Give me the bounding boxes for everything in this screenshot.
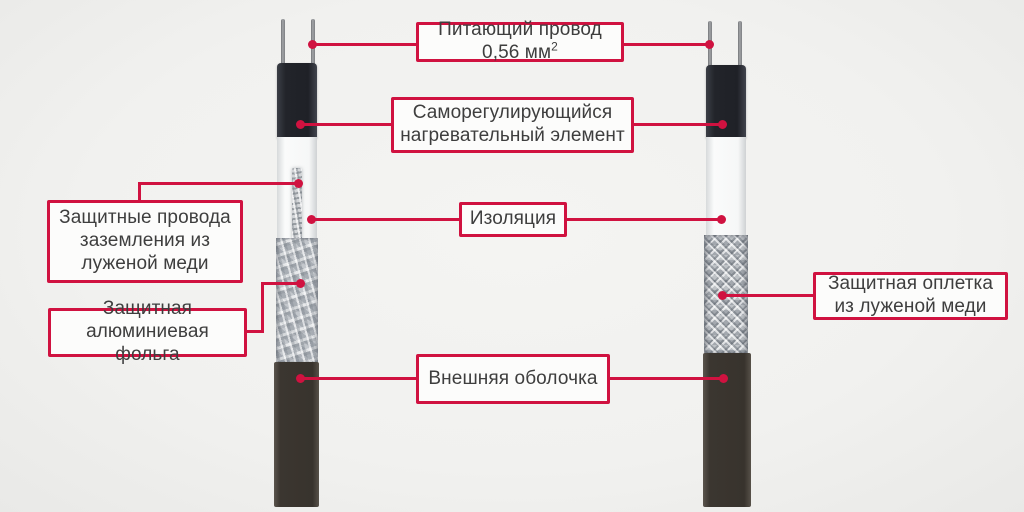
callout-line-foil-vertical bbox=[261, 282, 264, 333]
label-insulation: Изоляция bbox=[459, 202, 567, 237]
label-power-wire-line1: Питающий провод bbox=[438, 19, 602, 41]
callout-line-element-right bbox=[634, 123, 722, 126]
callout-line-power-left bbox=[313, 43, 416, 46]
callout-line-jacket-left bbox=[301, 377, 416, 380]
callout-line-ground-vertical bbox=[138, 182, 141, 202]
left-cable-outer-jacket bbox=[274, 362, 319, 507]
callout-line-foil-h1 bbox=[246, 330, 264, 333]
left-cable-power-wire-1 bbox=[281, 19, 285, 65]
label-power-wire: Питающий провод 0,56 мм2 bbox=[416, 19, 624, 65]
callout-dot-power-left bbox=[308, 40, 317, 49]
label-heating-element-text: Саморегулирующийся нагревательный элемен… bbox=[400, 102, 625, 146]
callout-dot-insulation-left bbox=[307, 215, 316, 224]
callout-line-element-left bbox=[301, 123, 391, 126]
label-foil: Защитная алюминиевая фольга bbox=[48, 298, 247, 365]
label-power-wire-text: Питающий провод 0,56 мм2 bbox=[438, 19, 602, 65]
label-outer-jacket-text: Внешняя оболочка bbox=[428, 367, 598, 389]
label-insulation-text: Изоляция bbox=[469, 208, 557, 229]
callout-line-ground-horizontal bbox=[138, 182, 299, 185]
label-foil-text: Защитная алюминиевая фольга bbox=[86, 298, 209, 365]
right-cable-insulation bbox=[706, 137, 746, 236]
callout-dot-insulation-right bbox=[717, 215, 726, 224]
label-ground-wires-text: Защитные провода заземления из луженой м… bbox=[59, 207, 231, 274]
callout-line-insulation-right bbox=[567, 218, 722, 221]
callout-line-power-right bbox=[624, 43, 710, 46]
left-cable-aluminium-foil bbox=[276, 238, 318, 363]
label-power-wire-sup: 2 bbox=[551, 39, 558, 54]
right-cable-power-wire-2 bbox=[738, 21, 742, 66]
callout-line-foil-h2 bbox=[261, 282, 301, 285]
label-braid-text: Защитная оплетка из луженой меди bbox=[827, 273, 994, 317]
label-braid: Защитная оплетка из луженой меди bbox=[813, 272, 1008, 320]
callout-dot-foil bbox=[296, 279, 305, 288]
label-power-wire-value: 0,56 мм bbox=[482, 42, 552, 63]
label-ground-wires: Защитные провода заземления из луженой м… bbox=[47, 200, 243, 283]
callout-dot-jacket-left bbox=[296, 374, 305, 383]
callout-dot-jacket-right bbox=[719, 374, 728, 383]
callout-line-braid bbox=[723, 294, 813, 297]
label-heating-element: Саморегулирующийся нагревательный элемен… bbox=[391, 97, 634, 153]
callout-line-insulation-left bbox=[312, 218, 459, 221]
label-outer-jacket: Внешняя оболочка bbox=[416, 354, 610, 404]
callout-dot-element-left bbox=[296, 120, 305, 129]
callout-dot-element-right bbox=[718, 120, 727, 129]
left-cable-ground-wire bbox=[292, 168, 302, 239]
callout-dot-braid bbox=[718, 291, 727, 300]
callout-dot-ground bbox=[294, 179, 303, 188]
callout-dot-power-right bbox=[705, 40, 714, 49]
callout-line-jacket-right bbox=[610, 377, 724, 380]
